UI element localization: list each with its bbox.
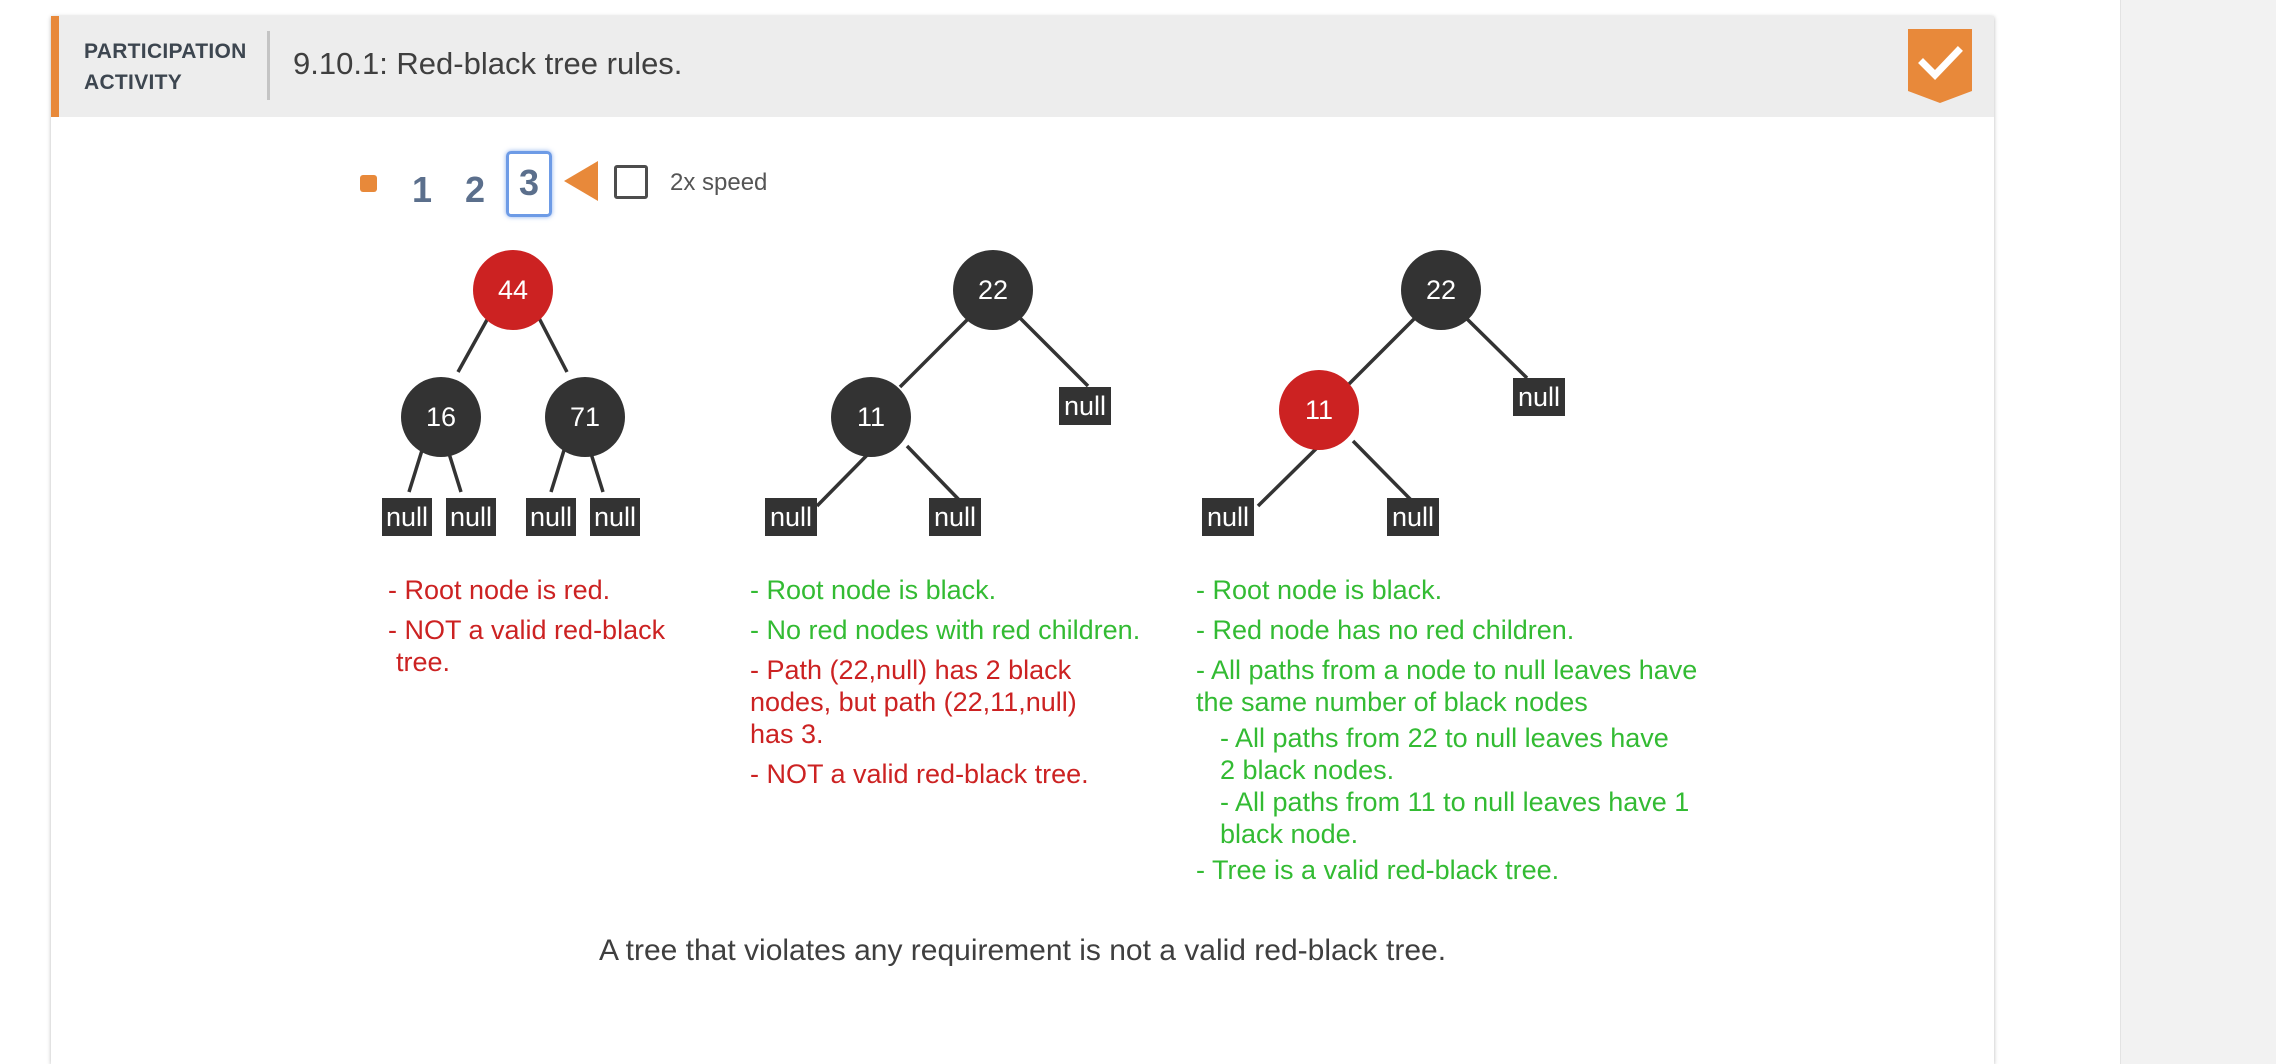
step-1-button[interactable]: 1 xyxy=(411,169,433,210)
tree3-null-label-2: null xyxy=(1207,502,1249,532)
tree3-null-leaf: null xyxy=(1387,498,1439,536)
tree3-note-5: - All paths from 11 to null leaves have … xyxy=(1220,787,1690,849)
tree2-null-label-1: null xyxy=(1064,391,1106,421)
tree1-node-71-label: 71 xyxy=(570,402,600,432)
tree2-notes: - Root node is black. - No red nodes wit… xyxy=(750,574,1170,798)
tree1-node-44-label: 44 xyxy=(498,275,528,305)
tree3-null-label-1: null xyxy=(1518,382,1560,412)
participation-activity-card: PARTICIPATION ACTIVITY 9.10.1: Red-black… xyxy=(51,16,1994,1064)
activity-type-line1: PARTICIPATION xyxy=(84,40,247,63)
step-2-button[interactable]: 2 xyxy=(464,169,486,210)
tree3-node-11: 11 xyxy=(1279,370,1359,450)
activity-type-label: PARTICIPATION ACTIVITY xyxy=(84,36,247,98)
tree2-null-leaf: null xyxy=(1059,387,1111,425)
tree2-note-3: - Path (22,null) has 2 black nodes, but … xyxy=(750,655,1077,749)
header-divider xyxy=(267,31,270,100)
tree3-node-22-label: 22 xyxy=(1426,275,1456,305)
tree2-note-4: - NOT a valid red-black tree. xyxy=(750,759,1089,789)
tree1-notes: - Root node is red. - NOT a valid red-bl… xyxy=(388,574,708,686)
tree2-null-leaf: null xyxy=(929,498,981,536)
tree1-null-label-3: null xyxy=(530,502,572,532)
tree2-note-1: - Root node is black. xyxy=(750,575,997,605)
activity-title: 9.10.1: Red-black tree rules. xyxy=(293,46,683,81)
tree3-null-leaf: null xyxy=(1513,378,1565,416)
tree1-null-label-4: null xyxy=(594,502,636,532)
tree3-null-label-3: null xyxy=(1392,502,1434,532)
tree1-null-leaf: null xyxy=(382,498,432,536)
tree2-node-11-label: 11 xyxy=(857,402,885,432)
activity-type-line2: ACTIVITY xyxy=(84,71,183,94)
tree3-note-3: - All paths from a node to null leaves h… xyxy=(1196,655,1698,717)
tree3-note-4: - All paths from 22 to null leaves have … xyxy=(1220,723,1669,785)
start-button[interactable] xyxy=(360,175,377,192)
tree1-null-label-2: null xyxy=(450,502,492,532)
tree2-null-label-2: null xyxy=(770,502,812,532)
completion-check-icon xyxy=(1908,29,1972,103)
tree3-note-2: - Red node has no red children. xyxy=(1196,615,1575,645)
tree1-note-2: - NOT a valid red-black tree. xyxy=(388,615,666,677)
tree3-note-6: - Tree is a valid red-black tree. xyxy=(1196,855,1560,885)
tree1-note-1: - Root node is red. xyxy=(388,575,611,605)
tree1-null-label-1: null xyxy=(386,502,428,532)
back-arrow-icon[interactable] xyxy=(564,161,598,201)
tree2-null-leaf: null xyxy=(765,498,817,536)
tree3-node-11-label: 11 xyxy=(1305,395,1333,425)
activity-header: PARTICIPATION ACTIVITY 9.10.1: Red-black… xyxy=(51,16,1994,117)
tree2-node-22-label: 22 xyxy=(978,275,1008,305)
tree1-node-16: 16 xyxy=(401,377,481,457)
tree1-node-44: 44 xyxy=(473,250,553,330)
page-right-gutter xyxy=(2120,0,2276,1064)
tree2-null-label-3: null xyxy=(934,502,976,532)
tree1-null-leaf: null xyxy=(446,498,496,536)
tree2-node-11: 11 xyxy=(831,377,911,457)
speed-label: 2x speed xyxy=(670,169,768,196)
tree3-null-leaf: null xyxy=(1202,498,1254,536)
activity-caption: A tree that violates any requirement is … xyxy=(598,934,1447,967)
tree1-null-leaf: null xyxy=(590,498,640,536)
tree1-node-71: 71 xyxy=(545,377,625,457)
tree1-null-leaf: null xyxy=(526,498,576,536)
tree1-node-16-label: 16 xyxy=(426,402,456,432)
tree3-note-1: - Root node is black. xyxy=(1196,575,1443,605)
red-black-trees-diagram: 44 16 71 null null null null 22 xyxy=(382,250,1565,536)
tree2-node-22: 22 xyxy=(953,250,1033,330)
tree2-note-2: - No red nodes with red children. xyxy=(750,615,1141,645)
step-3-button[interactable]: 3 xyxy=(506,151,552,217)
tree3-node-22: 22 xyxy=(1401,250,1481,330)
tree3-notes: - Root node is black. - Red node has no … xyxy=(1196,574,1756,894)
speed-checkbox[interactable] xyxy=(614,165,648,199)
